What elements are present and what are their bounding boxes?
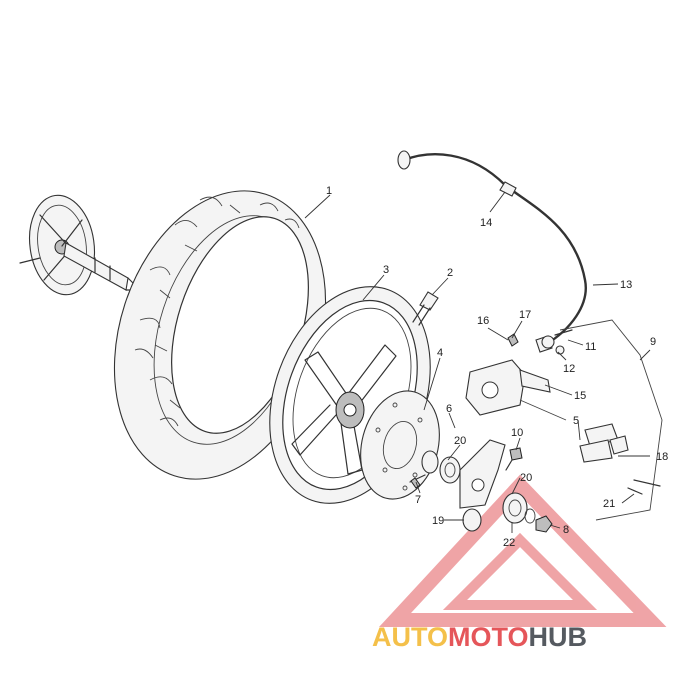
brake-caliper	[465, 333, 551, 416]
callout-17: 17	[519, 309, 531, 321]
spacers-bearings	[421, 450, 536, 532]
watermark-hub: HUB	[529, 622, 588, 652]
pad-kit-box	[519, 319, 663, 521]
callout-labels: 1 2 3 4 5 6 7 8 9 10 11 12 13 14 15 16 1…	[326, 185, 668, 549]
callout-2: 2	[447, 267, 453, 279]
watermark-moto: MOTO	[448, 622, 529, 652]
nut-8	[535, 515, 553, 533]
brake-hose	[397, 150, 587, 353]
callout-14: 14	[480, 217, 492, 229]
callout-4: 4	[437, 347, 443, 359]
bolt-10	[505, 447, 523, 471]
callout-20a: 20	[454, 435, 466, 447]
callout-19: 19	[432, 515, 444, 527]
callout-9: 9	[650, 336, 656, 348]
callout-5: 5	[573, 415, 579, 427]
callout-8: 8	[563, 524, 569, 536]
watermark-logo: AUTOMOTOHUB	[372, 622, 587, 652]
callout-12: 12	[563, 363, 575, 375]
callout-1: 1	[326, 185, 332, 197]
callout-10: 10	[511, 427, 523, 439]
svg-text:AUTOMOTOHUB: AUTOMOTOHUB	[372, 622, 587, 652]
callout-22: 22	[503, 537, 515, 549]
callout-11: 11	[585, 341, 596, 353]
caliper-bracket	[409, 439, 506, 509]
callout-6: 6	[446, 403, 452, 415]
callout-21: 21	[603, 498, 615, 510]
callout-3: 3	[383, 264, 389, 276]
leader-lines	[304, 191, 651, 533]
watermark-triangle	[378, 474, 667, 627]
callout-20b: 20	[520, 472, 532, 484]
callout-18: 18	[656, 451, 668, 463]
bolt-2	[412, 291, 439, 326]
callout-16: 16	[477, 315, 489, 327]
callout-7: 7	[415, 494, 421, 506]
watermark-auto: AUTO	[372, 622, 448, 652]
callout-15: 15	[574, 390, 586, 402]
axle-hub-assembly	[19, 194, 135, 296]
callout-13: 13	[620, 279, 632, 291]
